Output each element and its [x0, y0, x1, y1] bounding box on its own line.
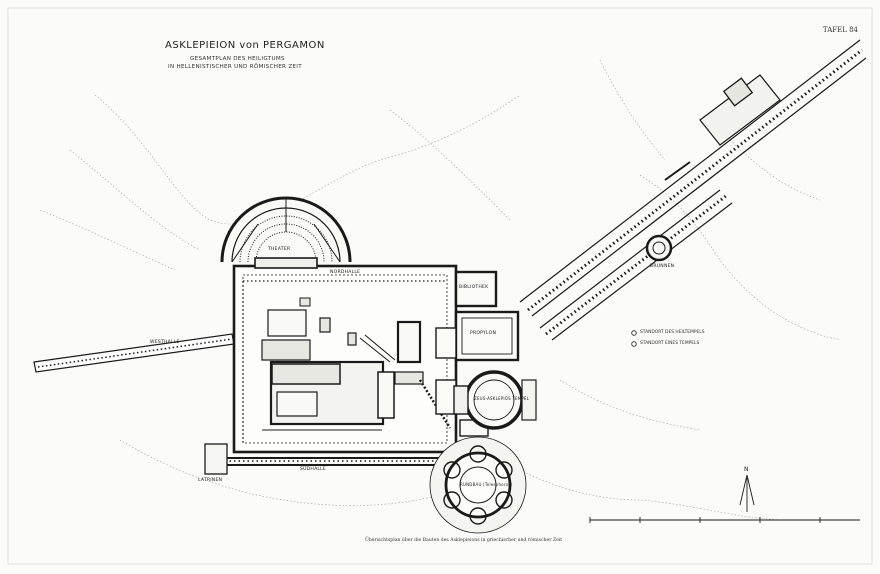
sacred-way — [519, 39, 867, 341]
courtyard-buildings — [261, 297, 452, 431]
north-arrow — [739, 474, 755, 512]
scale-bar — [589, 517, 860, 523]
label-suedhalle: SÜDHALLE — [300, 467, 327, 472]
zeus-asklepios-temple — [453, 370, 537, 430]
west-annex — [204, 443, 228, 475]
label-rundbau: RUNDBAU (Telesphoros) — [460, 482, 513, 487]
legend-b: STANDORT EINES TEMPELS — [640, 341, 700, 346]
west-colonnade — [33, 333, 235, 373]
label-brunnen: BRUNNEN — [650, 264, 675, 269]
label-bibliothek: BIBLIOTHEK — [459, 285, 489, 290]
plan-title: ASKLEPIEION von PERGAMON — [165, 40, 325, 51]
label-latrinen: LATRINEN — [198, 478, 223, 483]
theater — [220, 196, 352, 269]
label-theater: THEATER — [268, 247, 291, 252]
label-propylon: PROPYLON — [470, 331, 497, 336]
plan-subtitle-2: IN HELLENISTISCHER UND RÖMISCHER ZEIT — [168, 64, 302, 70]
east-buildings — [435, 270, 520, 437]
plan-caption: Übersichtsplan über die Bauten des Askle… — [365, 538, 563, 543]
north-label: N — [744, 466, 749, 473]
label-westhalle: WESTHALLE — [150, 340, 180, 345]
plan-subtitle-1: GESAMTPLAN DES HEILIGTUMS — [190, 56, 285, 62]
brunnen — [645, 234, 673, 262]
rundbau — [429, 436, 527, 534]
legend-markers — [631, 330, 637, 347]
label-nordhalle: NORDHALLE — [330, 270, 361, 275]
legend-a: STANDORT DES HEILTEMPELS — [640, 330, 705, 335]
label-zeus-tempel: ZEUS-ASKLEPIOS TEMPEL — [474, 396, 530, 401]
plate-number: TAFEL 84 — [822, 26, 858, 34]
